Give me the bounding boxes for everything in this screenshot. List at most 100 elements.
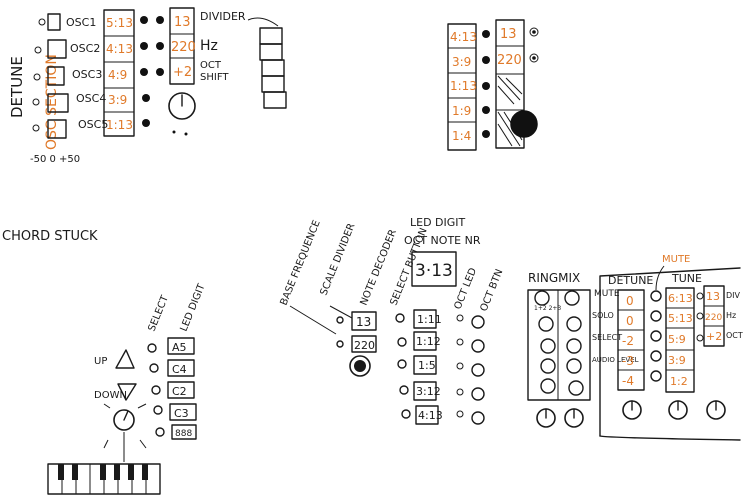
mini-ratio: 1:13 — [450, 79, 477, 93]
chord-stuck-title: CHORD STUCK — [2, 229, 98, 244]
detune-led — [32, 124, 40, 132]
detune-box[interactable] — [47, 66, 65, 86]
osc-detune-boxes[interactable] — [47, 13, 69, 139]
osc-dots — [140, 16, 188, 136]
tune-label: TUNE — [671, 272, 702, 285]
osc-ratio-display: 1:13 — [106, 118, 133, 132]
chord-select-leds[interactable] — [147, 343, 165, 437]
detune-value: 0 — [626, 314, 634, 328]
osc-stack-boxes — [259, 27, 287, 109]
ring-buttons[interactable] — [534, 290, 584, 396]
led-digit-label: LED DIGIT — [179, 282, 208, 334]
osc-label: OSC3 — [72, 68, 102, 81]
tune-value: 3:9 — [668, 354, 686, 367]
mute-label: MUTE — [594, 289, 620, 299]
detune-box[interactable] — [47, 93, 69, 113]
tune-value: 6:13 — [668, 292, 693, 305]
base-led — [336, 340, 344, 348]
base-digit: 220 — [354, 339, 375, 352]
base-frequence-label: BASE FREQUENCE — [279, 219, 323, 307]
detune-value: 0 — [626, 294, 634, 308]
up-button[interactable] — [115, 349, 135, 369]
osc-ratio-display: 3:9 — [108, 93, 127, 107]
base-section: BASE FREQUENCE SCALE DIVIDER NOTE DECODE… — [279, 216, 506, 425]
chord-digit: A5 — [172, 341, 187, 354]
mute-note: MUTE — [662, 254, 690, 265]
osc-ratio-column: 5:13 4:13 4:9 3:9 1:13 — [103, 9, 135, 137]
tune-value: 5:13 — [668, 312, 693, 325]
detune-value: -2 — [622, 334, 634, 348]
mini-ratio: 4:13 — [450, 30, 477, 44]
right-digit: 220 — [705, 313, 722, 323]
hz-digit: 220 — [171, 40, 196, 55]
detune-box[interactable] — [47, 13, 61, 31]
osc-label: OSC5 — [78, 118, 108, 131]
note-ratio: 1:12 — [416, 335, 441, 348]
detune-column: 0 0 -2 -3 -4 — [617, 289, 645, 391]
oct-btn-label: OCT BTN — [479, 268, 506, 313]
osc-detune-scale: -50 0 +50 — [30, 154, 80, 165]
ringmix-knobs[interactable] — [622, 400, 726, 420]
mini-digit: 13 — [500, 27, 517, 42]
detune-led — [33, 73, 41, 81]
right-digit: +2 — [706, 330, 722, 343]
chord-digit: C3 — [174, 407, 189, 420]
chord-stuck-section: CHORD STUCK SELECT LED DIGIT UP DOWN A5 … — [2, 229, 208, 495]
mini-ratio: 1:9 — [452, 104, 471, 118]
divider-label: DIVIDER — [200, 10, 246, 23]
mute-buttons[interactable] — [650, 290, 662, 382]
audio-level-label: AUDIO LEVEL — [592, 356, 639, 364]
tune-value: 1:2 — [670, 375, 688, 388]
select-label: SELECT — [592, 333, 622, 342]
chord-digit: C4 — [172, 363, 187, 376]
detune-led — [32, 98, 40, 106]
oct-label: OCT — [726, 331, 743, 340]
ringmix-right-digits: 13 220 +2 — [703, 285, 725, 347]
down-button[interactable] — [117, 383, 137, 401]
note-ratio: 1:5 — [418, 359, 436, 372]
hz-label: Hz — [200, 38, 218, 54]
hz-label: Hz — [726, 311, 736, 320]
osc-section: DETUNE OSC SECTION -50 0 +50 OSC1 OSC2 O… — [8, 7, 287, 165]
mini-digit: 220 — [497, 53, 522, 68]
scale-led — [336, 316, 344, 324]
oct-leds — [456, 314, 464, 418]
mini-knob[interactable] — [510, 110, 538, 138]
note-ratio: 4:13 — [418, 409, 443, 422]
down-label: DOWN — [94, 390, 127, 401]
mini-ratio: 3:9 — [452, 55, 471, 69]
chord-digit: C2 — [172, 385, 187, 398]
chord-led-digits: A5 C4 C2 C3 888 — [167, 337, 197, 440]
detune-led — [38, 18, 46, 26]
oct-buttons[interactable] — [471, 315, 485, 425]
oct-digit: +2 — [173, 65, 192, 80]
osc-ratio-display: 4:9 — [108, 68, 127, 82]
led-digit-label: LED DIGIT — [410, 216, 466, 229]
detune-box[interactable] — [47, 39, 67, 59]
divider-digit: 13 — [174, 15, 191, 30]
osc-ratio-display: 5:13 — [106, 16, 133, 30]
detune-value: -3 — [622, 354, 634, 368]
detune-box[interactable] — [47, 119, 67, 139]
keyboard[interactable] — [47, 463, 161, 495]
scale-digit: 13 — [356, 315, 371, 329]
osc-label: OSC2 — [70, 42, 100, 55]
osc-detune-label: DETUNE — [8, 56, 26, 118]
osc-digit-column: 13 220 +2 — [169, 7, 196, 85]
osc-section-label: OSC SECTION — [44, 54, 60, 150]
solo-label: SOLO — [592, 311, 614, 320]
ring-small-label: 1+2 2+3 — [534, 305, 561, 312]
oct-note-nr-label: OCT NOTE NR — [404, 234, 481, 247]
detune-value: -4 — [622, 374, 634, 388]
osc-mini-section: 4:13 3:9 1:13 1:9 1:4 13 220 — [447, 19, 539, 151]
mini-ratio: 1:4 — [452, 129, 471, 143]
up-label: UP — [94, 356, 107, 367]
detune-label: DETUNE — [608, 274, 653, 287]
osc-ratio-display: 4:13 — [106, 42, 133, 56]
tune-value: 5:9 — [668, 333, 686, 346]
osc-label: OSC1 — [66, 16, 96, 29]
osc-detune-leds — [32, 18, 46, 132]
note-ratio-column: 1:11 1:12 1:5 3:12 4:13 — [395, 309, 443, 425]
select-label: SELECT — [147, 293, 172, 333]
